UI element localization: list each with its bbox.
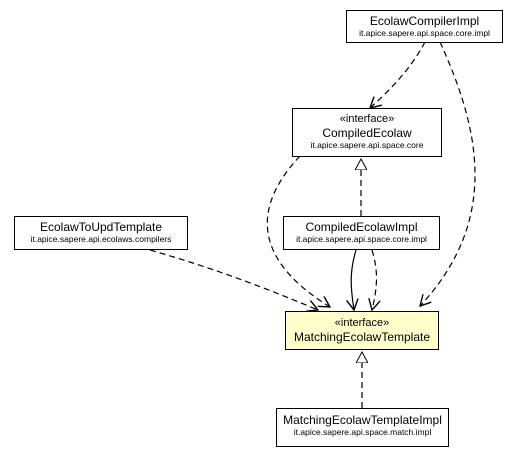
class-package: it.apice.sapere.api.ecolaws.compilers [30, 234, 172, 244]
edge-compiled-ecolaw-to-matching-template [266, 155, 330, 307]
class-name: CompiledEcolawImpl [305, 220, 418, 234]
edge-compiler-to-matching-template [420, 41, 476, 306]
class-name: CompiledEcolaw [322, 126, 412, 140]
class-box-matching-ecolaw-template[interactable]: «interface» MatchingEcolawTemplate [285, 311, 439, 350]
class-stereotype: «interface» [339, 113, 395, 125]
class-package: it.apice.sapere.api.space.core.impl [296, 234, 427, 244]
class-box-ecolaw-to-upd-template[interactable]: EcolawToUpdTemplate it.apice.sapere.api.… [14, 216, 188, 250]
class-box-compiled-ecolaw[interactable]: «interface» CompiledEcolaw it.apice.sape… [292, 108, 442, 157]
class-name: EcolawToUpdTemplate [39, 220, 163, 234]
edge-compiler-to-compiled-ecolaw [370, 41, 426, 108]
class-name: EcolawCompilerImpl [369, 14, 480, 28]
class-package: it.apice.sapere.api.space.core [310, 140, 424, 150]
edge-compiled-impl-depends-matching-template [372, 249, 377, 310]
class-stereotype: «interface» [334, 317, 390, 329]
edge-compiled-impl-association-matching-template [351, 249, 356, 310]
class-name: MatchingEcolawTemplateImpl [283, 413, 442, 427]
class-box-ecolaw-compiler-impl[interactable]: EcolawCompilerImpl it.apice.sapere.api.s… [346, 10, 503, 43]
class-box-matching-ecolaw-template-impl[interactable]: MatchingEcolawTemplateImpl it.apice.sape… [276, 408, 449, 447]
class-box-compiled-ecolaw-impl[interactable]: CompiledEcolawImpl it.apice.sapere.api.s… [283, 216, 440, 250]
edge-to-upd-template-to-matching-template [149, 249, 318, 310]
class-name: MatchingEcolawTemplate [293, 330, 431, 344]
class-package: it.apice.sapere.api.space.core.impl [359, 28, 490, 38]
class-package: it.apice.sapere.api.space.match.impl [293, 427, 432, 437]
